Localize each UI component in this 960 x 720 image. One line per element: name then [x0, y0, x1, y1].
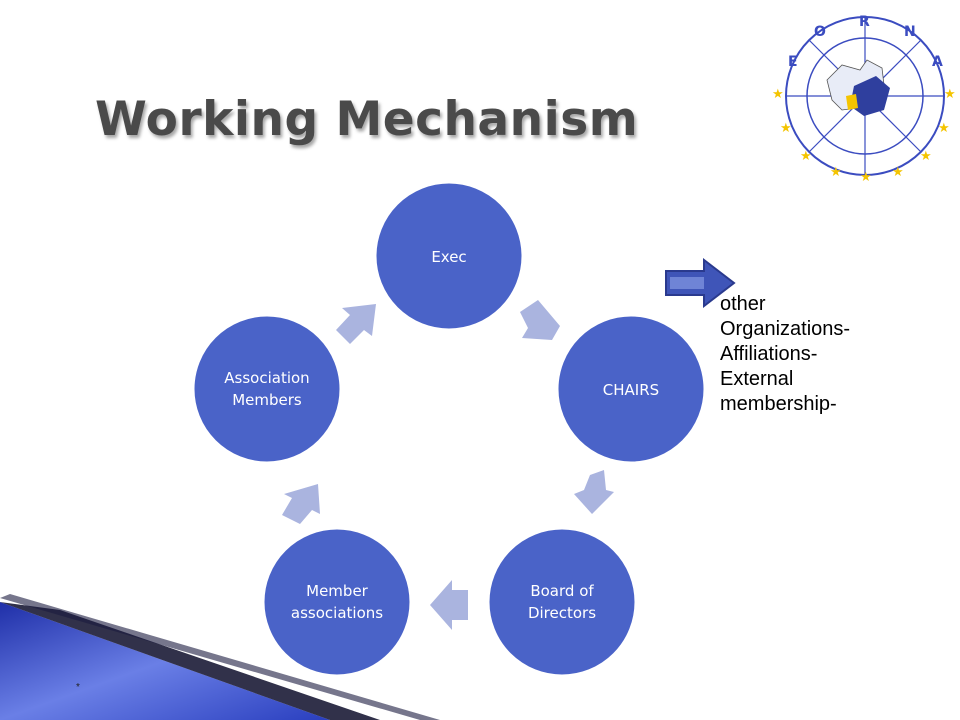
cycle-connectors: [282, 300, 614, 630]
star-icon: ★: [944, 87, 956, 102]
connector-arrow: [282, 484, 320, 524]
logo-letter-n: N: [904, 24, 916, 40]
node-member-associations: Member associations: [261, 526, 413, 678]
connector-arrow: [430, 580, 468, 630]
star-icon: ★: [800, 149, 812, 164]
callout-line: membership-: [720, 393, 837, 415]
node-exec: Exec: [373, 180, 525, 332]
logo-letter-e: E: [788, 54, 798, 70]
node-chairs-label: CHAIRS: [603, 381, 659, 399]
connector-arrow: [520, 300, 560, 340]
eorna-logo: E O R N A ★ ★ ★ ★ ★ ★ ★ ★ ★: [772, 14, 956, 182]
node-exec-label: Exec: [431, 248, 466, 266]
star-icon: ★: [892, 165, 904, 180]
callout-line: other: [720, 293, 766, 315]
logo-letter-a: A: [932, 54, 943, 70]
node-board-of-directors: Board of Directors: [486, 526, 638, 678]
callout-line: Affiliations-: [720, 343, 818, 365]
connector-arrow: [574, 470, 614, 514]
callout-line: External: [720, 368, 794, 390]
connector-arrow: [336, 304, 376, 344]
logo-letter-o: O: [814, 24, 826, 40]
logo-letter-r: R: [859, 14, 870, 30]
decorative-corner-swoosh: [0, 594, 440, 720]
star-icon: ★: [938, 121, 950, 136]
node-assoc-members-label-line2: Members: [232, 391, 302, 409]
slide-title: Working Mechanism: [95, 92, 639, 147]
star-icon: ★: [860, 170, 872, 182]
node-assoc-members-label-line1: Association: [224, 369, 309, 387]
footnote-marker: *: [76, 682, 80, 693]
node-member-assoc-label-line1: Member: [306, 582, 369, 600]
node-chairs: CHAIRS: [555, 313, 707, 465]
star-icon: ★: [920, 149, 932, 164]
node-association-members: Association Members: [191, 313, 343, 465]
star-icon: ★: [780, 121, 792, 136]
node-board-label-line1: Board of: [530, 582, 594, 600]
node-board-label-line2: Directors: [528, 604, 596, 622]
node-member-assoc-label-line2: associations: [291, 604, 383, 622]
star-icon: ★: [830, 165, 842, 180]
star-icon: ★: [772, 87, 784, 102]
callout-line: Organizations-: [720, 318, 851, 340]
right-arrow-icon: [665, 258, 736, 308]
external-links-text: other Organizations- Affiliations- Exter…: [720, 292, 850, 417]
